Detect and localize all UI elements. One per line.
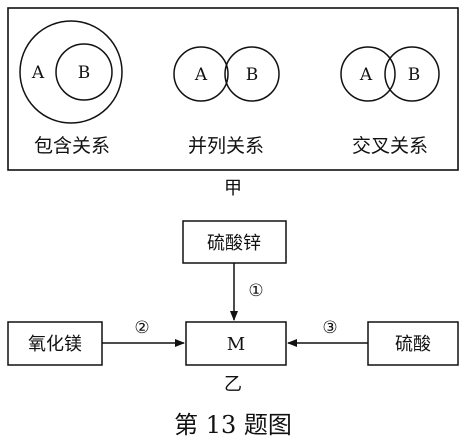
parallel-label-a: A bbox=[194, 65, 208, 85]
containment-label-a: A bbox=[31, 63, 45, 83]
parallel-caption: 并列关系 bbox=[188, 135, 264, 157]
intersection-circle-a bbox=[340, 46, 396, 102]
panel-yi-caption: 乙 bbox=[224, 374, 242, 395]
intersection-label-b: B bbox=[408, 65, 421, 85]
containment-caption: 包含关系 bbox=[34, 135, 110, 157]
arrow-top-step-label: ① bbox=[248, 281, 263, 301]
panel-jia-caption: 甲 bbox=[224, 178, 242, 199]
relation-parallel: A B 并列关系 bbox=[173, 46, 280, 157]
box-m-label: M bbox=[227, 334, 245, 355]
box-zinc-sulfate-label: 硫酸锌 bbox=[207, 233, 261, 254]
arrow-left-step-label: ② bbox=[134, 318, 149, 338]
box-m bbox=[185, 321, 287, 366]
parallel-label-b: B bbox=[246, 65, 259, 85]
intersection-label-a: A bbox=[359, 65, 373, 85]
containment-circle-b bbox=[55, 43, 113, 101]
figure-title: 第 13 题图 bbox=[174, 411, 292, 439]
panel-jia-frame bbox=[7, 7, 459, 171]
parallel-circle-a bbox=[173, 46, 229, 102]
relation-intersection: A B 交叉关系 bbox=[340, 46, 440, 157]
box-sulfuric-acid-label: 硫酸 bbox=[395, 334, 431, 355]
containment-label-b: B bbox=[78, 63, 91, 83]
intersection-caption: 交叉关系 bbox=[352, 135, 428, 157]
intersection-circle-b bbox=[384, 46, 440, 102]
parallel-circle-b bbox=[224, 46, 280, 102]
arrow-right-step-label: ③ bbox=[322, 318, 337, 338]
containment-circle-a bbox=[19, 20, 123, 124]
relation-containment: A B 包含关系 bbox=[19, 20, 123, 157]
box-magnesium-oxide-label: 氧化镁 bbox=[28, 334, 82, 355]
